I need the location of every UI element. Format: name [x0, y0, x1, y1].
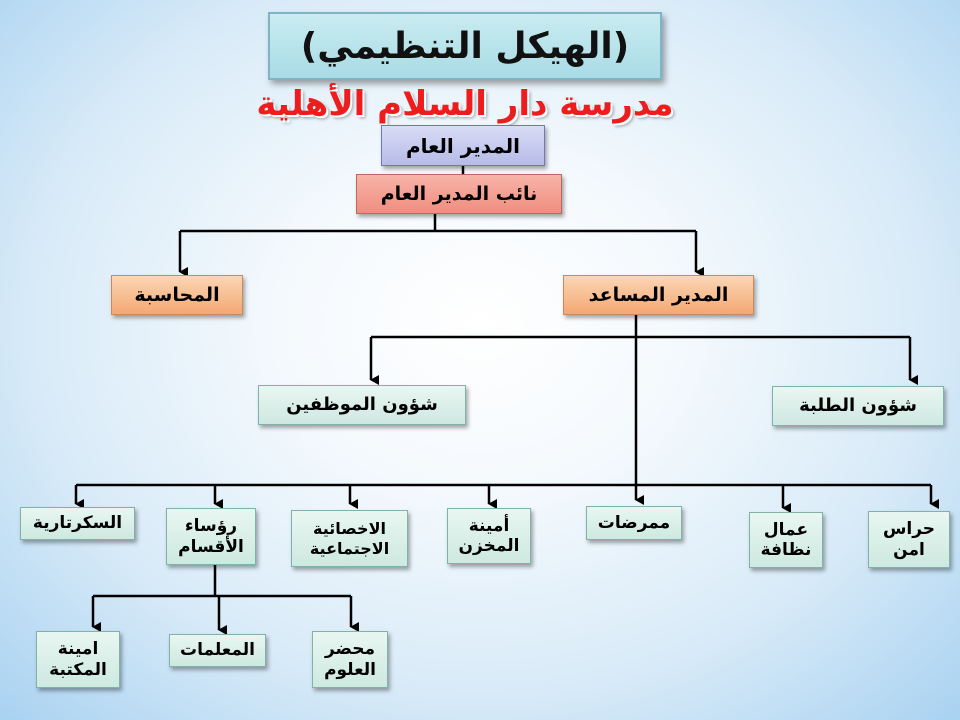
node-science-lab-line1: محضر	[324, 639, 376, 660]
node-science-lab: محضر العلوم	[312, 631, 388, 688]
node-staff-affairs: شؤون الموظفين	[258, 385, 466, 425]
node-librarian-line2: المكتبة	[49, 659, 107, 680]
node-deputy-director: نائب المدير العام	[356, 174, 562, 214]
node-dept-heads-line1: رؤساء	[184, 516, 238, 537]
node-guards-line1: حراس	[882, 519, 936, 540]
node-cleaners-line2: نظافة	[760, 540, 812, 560]
node-general-director: المدير العام	[381, 125, 545, 166]
node-librarian: امينة المكتبة	[36, 631, 120, 688]
node-guards: حراس امن	[868, 511, 950, 568]
school-name: مدرسة دار السلام الأهلية	[256, 84, 674, 124]
node-librarian-line1: امينة	[57, 639, 99, 660]
node-dept-heads: رؤساء الأقسام	[166, 508, 256, 565]
node-guards-line2: امن	[893, 539, 925, 560]
node-accounting-label: المحاسبة	[134, 283, 220, 306]
node-secretariat-label: السكرتارية	[32, 513, 123, 534]
node-cleaners: عمال نظافة	[749, 512, 823, 568]
node-staff-affairs-label: شؤون الموظفين	[286, 394, 438, 416]
node-accounting: المحاسبة	[111, 275, 243, 315]
node-student-affairs-label: شؤون الطلبة	[799, 395, 917, 417]
node-social-worker-line2: الاجتماعية	[309, 538, 390, 558]
node-storekeeper-line2: المخزن	[458, 536, 520, 556]
node-dept-heads-line2: الأقسام	[178, 536, 244, 557]
node-nurses-label: ممرضات	[597, 512, 671, 533]
node-cleaners-line1: عمال	[763, 519, 809, 540]
node-social-worker: الاخصائية الاجتماعية	[291, 510, 408, 567]
node-storekeeper: أمينة المخزن	[447, 508, 531, 564]
node-social-worker-line1: الاخصائية	[313, 519, 386, 539]
node-deputy-director-label: نائب المدير العام	[380, 182, 538, 205]
node-student-affairs: شؤون الطلبة	[772, 386, 944, 426]
chart-title: (الهيكل التنظيمي)	[268, 12, 662, 80]
node-teachers: المعلمات	[169, 634, 266, 667]
node-teachers-label: المعلمات	[180, 640, 256, 661]
node-nurses: ممرضات	[586, 506, 682, 540]
node-general-director-label: المدير العام	[405, 133, 521, 158]
node-secretariat: السكرتارية	[20, 507, 135, 540]
node-assistant-director-label: المدير المساعد	[588, 283, 729, 306]
node-assistant-director: المدير المساعد	[563, 275, 754, 315]
node-science-lab-line2: العلوم	[324, 659, 376, 680]
node-storekeeper-line1: أمينة	[468, 515, 510, 536]
